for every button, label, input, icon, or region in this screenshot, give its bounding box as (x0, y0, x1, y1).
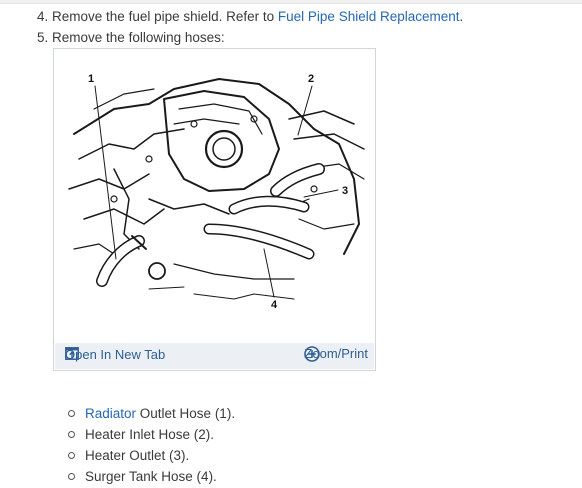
callout-1: 1 (88, 73, 94, 85)
callout-4: 4 (271, 299, 278, 311)
radiator-link[interactable]: Radiator (85, 406, 137, 421)
bullet-icon (68, 452, 75, 459)
step-text: Remove the following hoses: (52, 30, 225, 45)
callout-2: 2 (308, 73, 314, 85)
figure-toolbar: Open In New Tab Zoom/Print (55, 343, 374, 369)
step-number: 5. (37, 30, 49, 45)
bullet-icon (68, 431, 75, 438)
fuel-pipe-shield-link[interactable]: Fuel Pipe Shield Replacement (277, 9, 460, 24)
list-item: Heater Inlet Hose (2). (68, 424, 235, 445)
callout-3: 3 (342, 185, 348, 197)
bullet-icon (68, 473, 75, 480)
top-divider (0, 0, 582, 4)
list-item: Heater Outlet (3). (68, 445, 235, 466)
open-in-new-tab-button[interactable]: Open In New Tab (65, 347, 165, 362)
engine-illustration: 1 2 3 4 (68, 73, 365, 311)
zoom-plus-icon (304, 346, 321, 362)
hose-text: Heater Outlet (3). (85, 448, 190, 463)
open-in-new-tab-label: Open In New Tab (65, 347, 166, 362)
zoom-print-label: Zoom/Print (304, 346, 368, 361)
hose-text: Heater Inlet Hose (2). (85, 427, 215, 442)
list-item: Surger Tank Hose (4). (68, 466, 235, 487)
step-text: Remove the fuel pipe shield. Refer to (52, 9, 278, 24)
step-4: 4. Remove the fuel pipe shield. Refer to… (37, 8, 463, 26)
step-number: 4. (37, 9, 49, 24)
hose-text: Outlet Hose (1). (136, 406, 236, 421)
list-item: Radiator Outlet Hose (1). (68, 403, 235, 424)
hoses-figure: 1 2 3 4 Open In New Tab Zoom/Print (53, 48, 376, 371)
open-in-new-tab-icon (65, 347, 79, 360)
bullet-icon (68, 410, 75, 417)
hoses-list: Radiator Outlet Hose (1). Heater Inlet H… (68, 403, 235, 487)
step-5: 5. Remove the following hoses: (37, 29, 225, 47)
zoom-print-button[interactable]: Zoom/Print (304, 346, 368, 362)
step-suffix: . (459, 9, 464, 24)
hose-text: Surger Tank Hose (4). (85, 469, 217, 484)
